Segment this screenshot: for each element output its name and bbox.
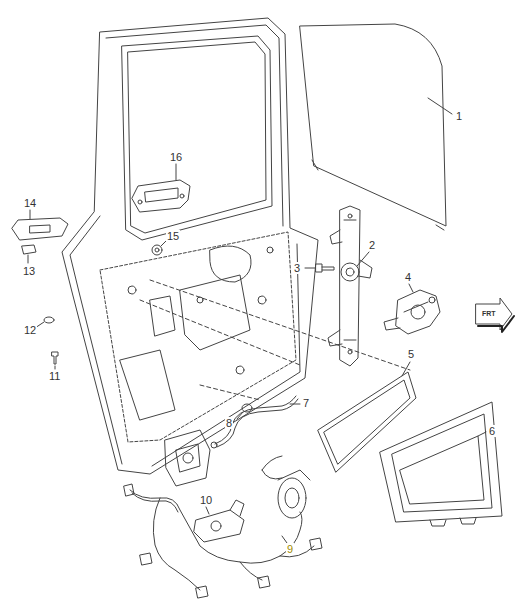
window-opening-inner (128, 42, 266, 233)
callout-number: 3 (293, 262, 301, 274)
callout-number: 10 (199, 494, 213, 506)
callout-number: 7 (302, 397, 310, 409)
door-shell (62, 18, 318, 474)
direction-label: FRT (481, 310, 497, 318)
lock-cable (215, 396, 296, 444)
panel-dash-lines (140, 280, 410, 400)
seal-ring (44, 317, 54, 323)
callout-number: 12 (23, 324, 37, 336)
wiring-harness (130, 456, 314, 590)
door-latch (165, 430, 210, 486)
callout-number: 15 (166, 230, 180, 242)
panel-openings (120, 246, 251, 420)
regulator-motor (396, 290, 440, 334)
speaker-module (278, 478, 306, 518)
bolt (316, 264, 334, 272)
window-opening (122, 36, 272, 240)
lock-actuator (194, 500, 244, 542)
callout-number: 2 (368, 239, 376, 251)
grommet (242, 404, 252, 412)
callout-number: 9 (286, 543, 294, 555)
window-regulator (340, 206, 360, 366)
leader-lines (28, 98, 486, 543)
callout-number: 16 (169, 151, 183, 163)
inner-panel (100, 232, 296, 442)
outside-handle (12, 218, 68, 240)
callout-number: 11 (48, 370, 61, 382)
callout-number: 6 (488, 425, 496, 437)
nut (152, 245, 162, 255)
callout-number: 1 (455, 110, 463, 122)
handle-cap (22, 245, 36, 254)
callout-number: 13 (22, 265, 36, 277)
screw (52, 352, 58, 364)
window-glass (300, 24, 446, 226)
door-panel-insulator (380, 402, 502, 522)
callout-number: 8 (225, 417, 233, 429)
callout-number: 4 (404, 271, 412, 283)
callout-number: 5 (407, 348, 415, 360)
callout-number: 14 (23, 197, 37, 209)
water-deflector (318, 372, 416, 472)
door-shell-inner (70, 25, 300, 466)
inside-handle (132, 180, 190, 212)
